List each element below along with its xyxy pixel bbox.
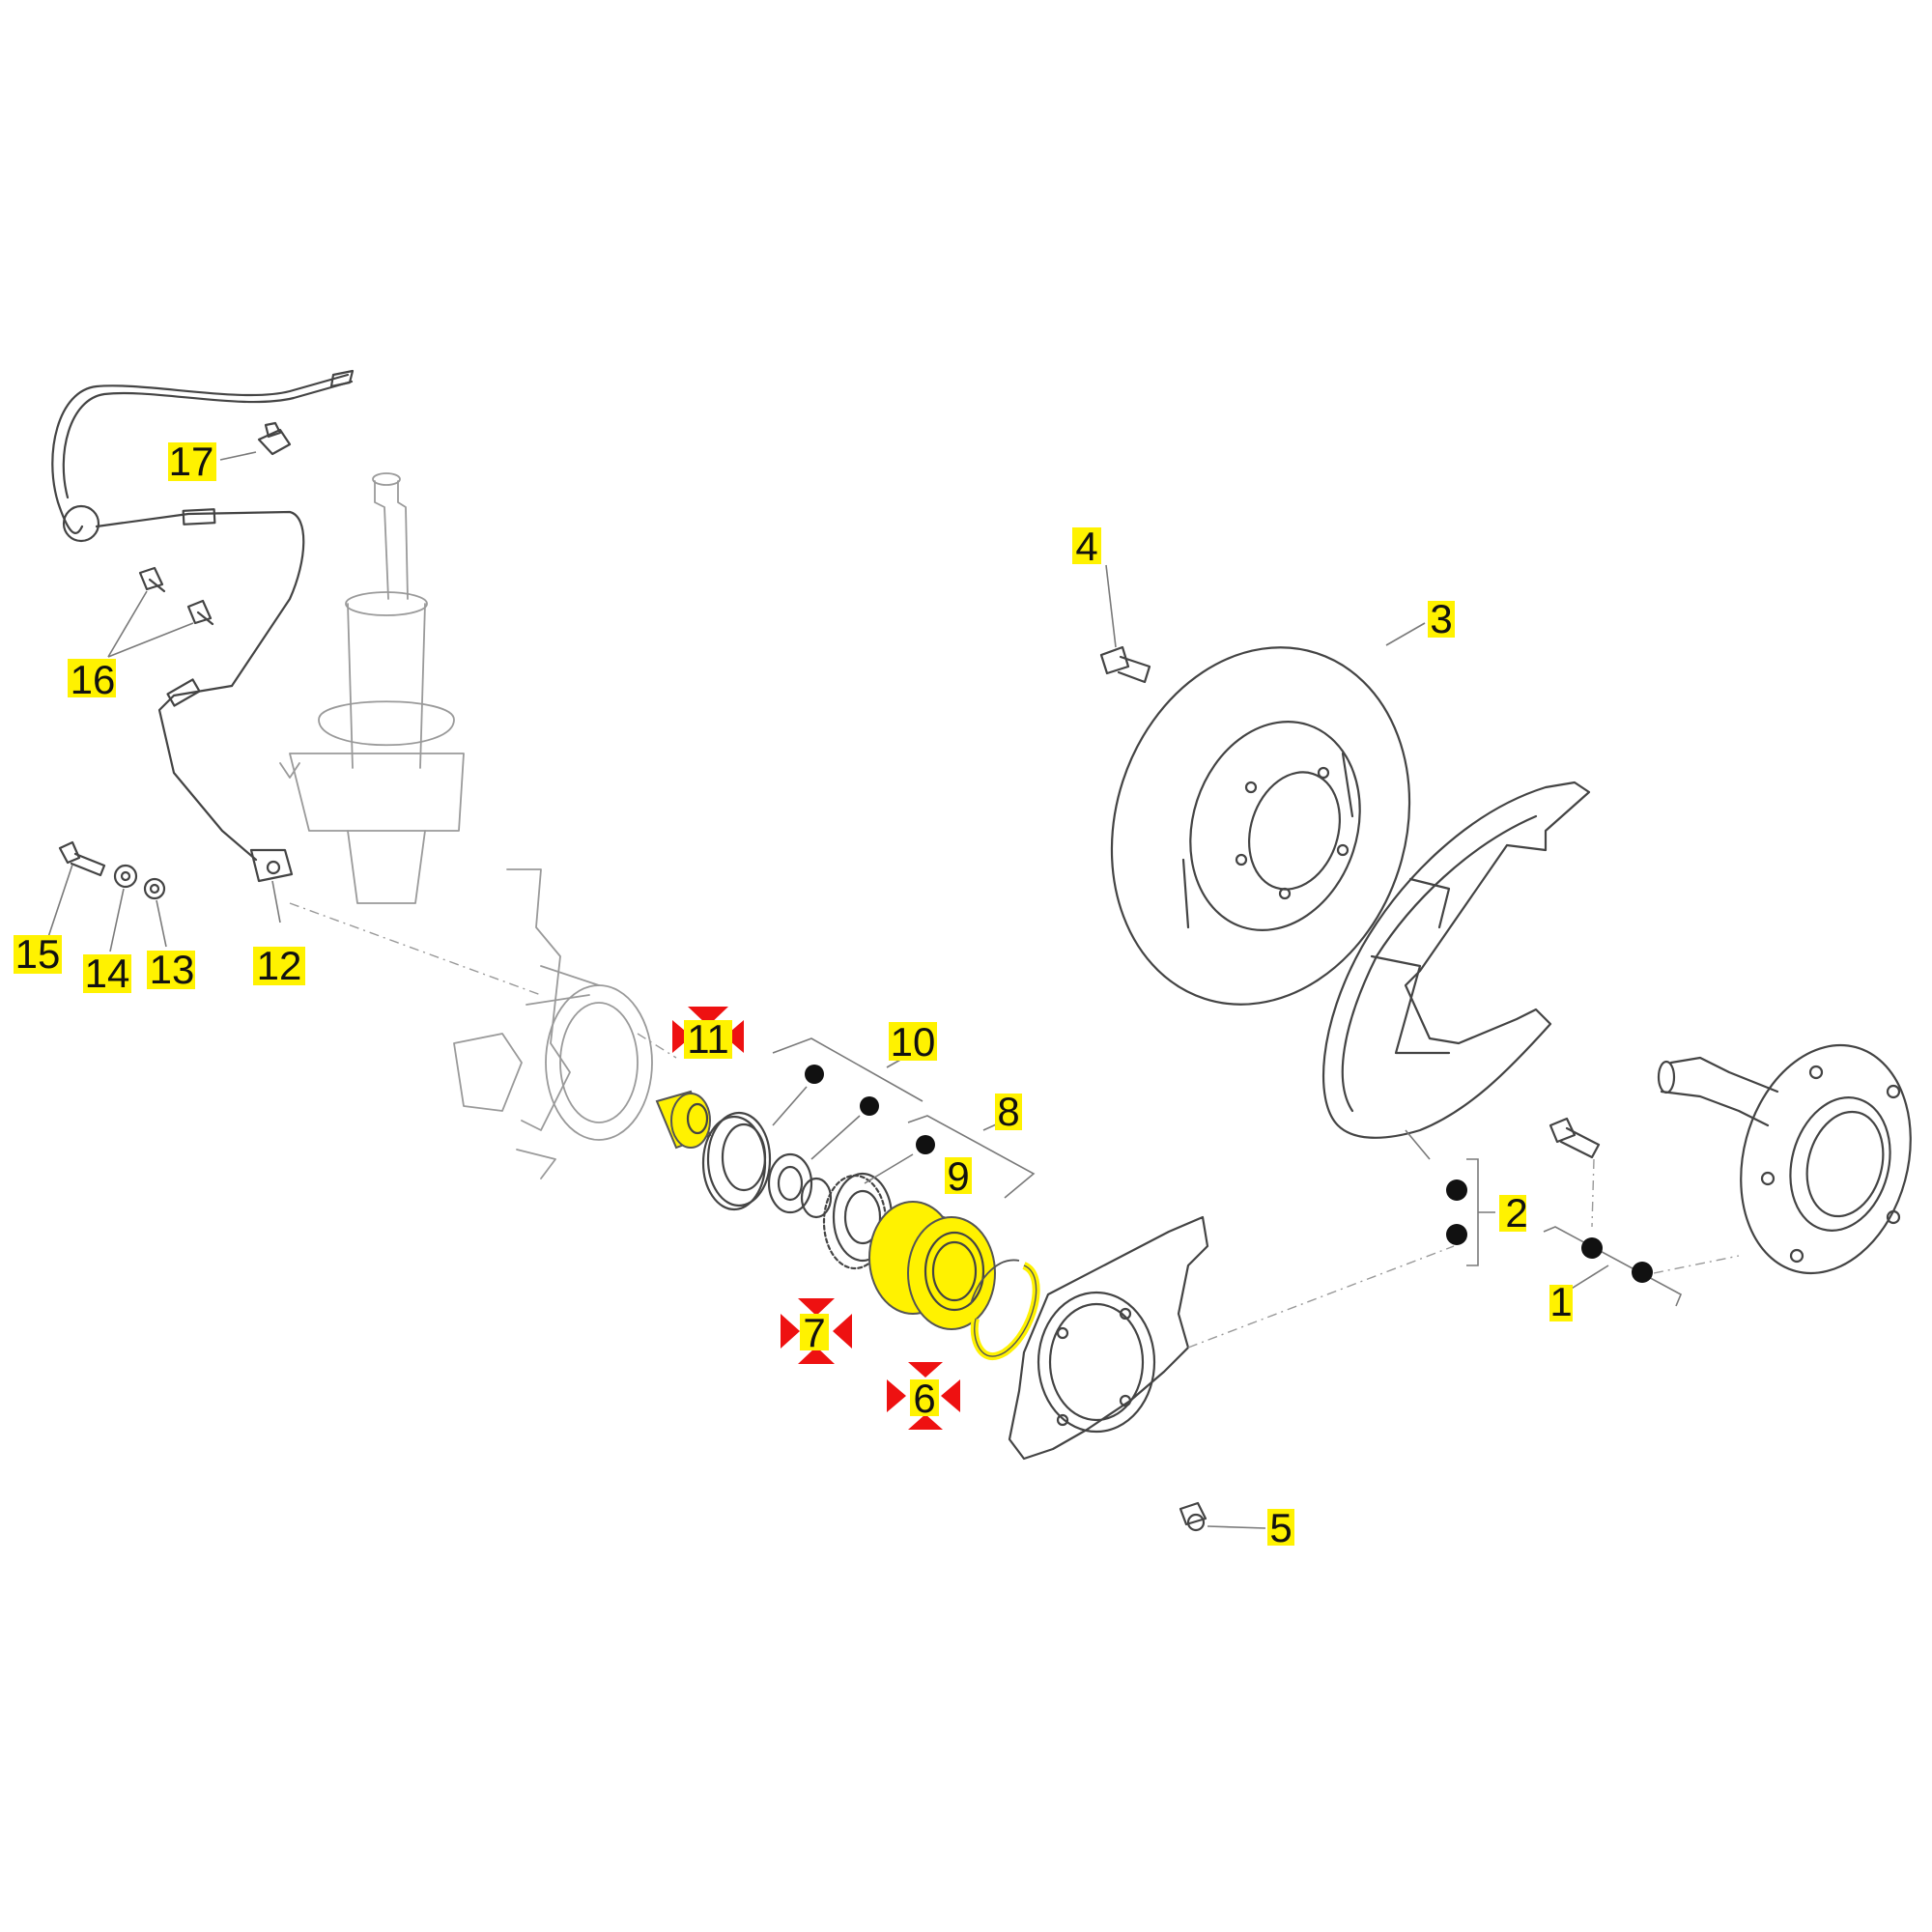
group-bracket-8 — [864, 1115, 1036, 1199]
marker-part-7 — [781, 1298, 852, 1364]
part-6-snap-ring — [970, 1256, 1040, 1361]
callout-3: 3 — [1428, 596, 1455, 641]
strut-assembly — [279, 472, 465, 904]
svg-text:11: 11 — [687, 1016, 729, 1062]
svg-text:12: 12 — [257, 943, 302, 988]
svg-text:9: 9 — [947, 1153, 969, 1199]
svg-text:2: 2 — [1505, 1190, 1527, 1236]
svg-text:3: 3 — [1430, 596, 1452, 641]
callout-4: 4 — [1072, 524, 1101, 569]
svg-text:8: 8 — [997, 1089, 1019, 1134]
group-bracket-10 — [772, 1037, 923, 1160]
brake-disc-part-3 — [1110, 622, 1426, 1006]
clip-part-17 — [219, 421, 292, 461]
bolt-washers-parts-13-15 — [47, 840, 281, 952]
selection-markers — [672, 1007, 960, 1430]
marker-part-6 — [887, 1362, 960, 1430]
callout-9: 9 — [945, 1153, 972, 1199]
callout-13: 13 — [147, 947, 195, 992]
svg-text:16: 16 — [71, 657, 116, 702]
svg-text:4: 4 — [1075, 524, 1097, 569]
bolt-part-5 — [1179, 1501, 1266, 1532]
dust-shield — [1321, 781, 1591, 1160]
callout-17: 17 — [168, 439, 216, 484]
group-bracket-2 — [1446, 1158, 1495, 1266]
callout-5: 5 — [1267, 1505, 1294, 1550]
bolts-part-16 — [107, 566, 214, 658]
steering-knuckle — [289, 868, 677, 1179]
seal-part-10 — [701, 1111, 772, 1211]
abs-sensor-cable — [51, 369, 355, 883]
callout-8: 8 — [995, 1089, 1022, 1134]
svg-text:14: 14 — [85, 951, 130, 996]
part-11-bushing — [655, 1090, 712, 1150]
callout-16: 16 — [68, 657, 116, 702]
svg-text:13: 13 — [150, 947, 195, 992]
svg-text:15: 15 — [15, 931, 61, 977]
callout-14: 14 — [83, 951, 131, 996]
svg-text:10: 10 — [891, 1019, 936, 1065]
bolt-part-4 — [1099, 564, 1151, 684]
callout-10: 10 — [889, 1019, 937, 1065]
callout-2: 2 — [1499, 1190, 1528, 1236]
svg-text:5: 5 — [1269, 1505, 1292, 1550]
svg-text:17: 17 — [169, 439, 214, 484]
wheel-stud — [1548, 1117, 1601, 1228]
callout-1: 1 — [1549, 1279, 1573, 1324]
callout-15: 15 — [14, 931, 62, 977]
part-7-bearing — [868, 1201, 996, 1330]
callout-11: 11 — [684, 1016, 732, 1062]
group-bracket-1 — [1543, 1226, 1740, 1307]
callout-7: 7 — [800, 1310, 829, 1355]
callout-12: 12 — [253, 943, 305, 988]
svg-text:7: 7 — [803, 1310, 825, 1355]
callout-labels: 1 2 3 4 5 6 7 8 — [14, 439, 1573, 1550]
callout-6: 6 — [910, 1376, 939, 1421]
svg-text:6: 6 — [913, 1376, 935, 1421]
backing-plate — [1008, 1215, 1455, 1461]
washer-part-9 — [767, 1152, 833, 1219]
svg-text:1: 1 — [1549, 1279, 1572, 1324]
hub-spindle — [1657, 1043, 1912, 1275]
